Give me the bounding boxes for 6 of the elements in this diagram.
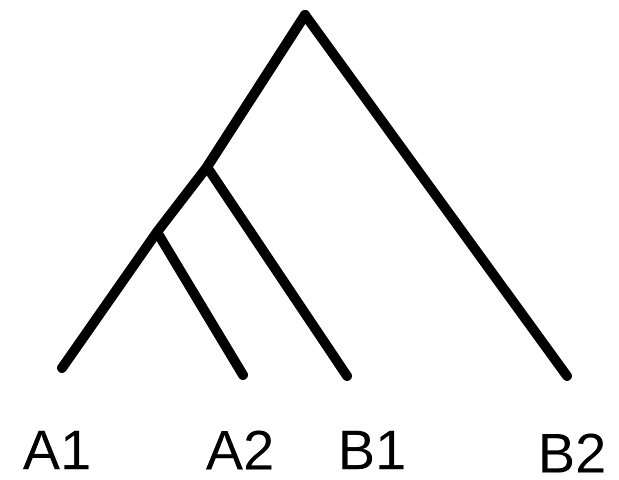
leaf-label: A1 bbox=[22, 430, 89, 470]
leaf-label: B2 bbox=[542, 433, 604, 473]
branch-line bbox=[300, 10, 572, 381]
leaf-label: B1 bbox=[342, 430, 404, 470]
leaf-label: A2 bbox=[206, 430, 272, 470]
branch-line bbox=[202, 10, 352, 381]
